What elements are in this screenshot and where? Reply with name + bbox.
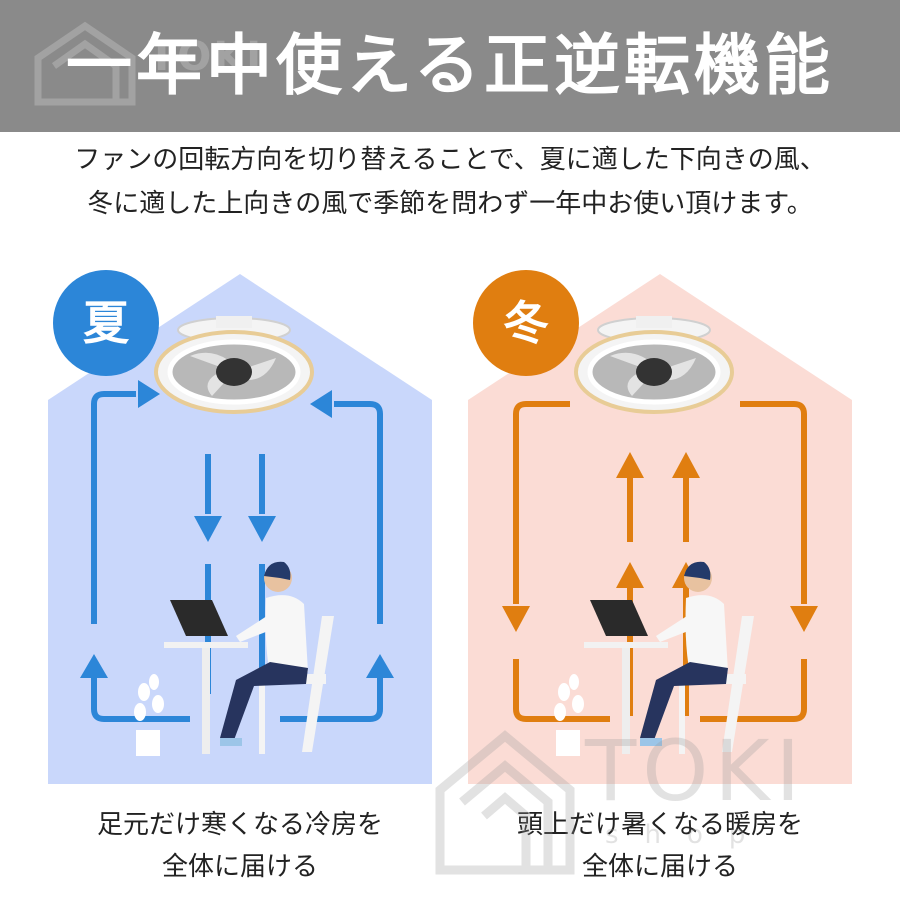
arrow-down-icon: [248, 516, 276, 542]
house-watermark-icon: [435, 730, 575, 875]
summer-illustration: [48, 274, 432, 784]
summer-airflow-loop-right: [280, 401, 383, 722]
arrow-up-icon: [616, 562, 644, 588]
logo-text: TOKI: [148, 34, 264, 80]
arrow-down-icon: [502, 606, 530, 632]
plant-pot-icon: [136, 730, 160, 756]
summer-caption-line-1: 足元だけ寒くなる冷房を: [96, 810, 383, 840]
arrow-up-icon: [672, 452, 700, 478]
description-line-2: 冬に適した上向きの風で季節を問わず一年中お使い頂けます。: [87, 189, 813, 219]
arrow-down-icon: [790, 606, 818, 632]
person-icon: [220, 561, 308, 746]
summer-airflow-loop-left: [91, 391, 190, 722]
plant-icon: [134, 674, 164, 721]
plant-icon: [554, 674, 584, 721]
winter-caption-line-2: 全体に届ける: [581, 852, 738, 882]
winter-caption-line-1: 頭上だけ暑くなる暖房を: [516, 810, 803, 840]
ceiling-fan-icon: [574, 316, 734, 414]
arrow-up-icon: [366, 654, 394, 678]
arrow-up-icon: [80, 654, 108, 678]
winter-airflow-loop-left: [513, 401, 610, 722]
plant-pot-icon: [556, 730, 580, 756]
toki-logo: TOKI: [30, 18, 261, 108]
summer-badge: 夏: [53, 270, 159, 376]
summer-caption-line-2: 全体に届ける: [161, 852, 318, 882]
house-logo-icon: [34, 21, 136, 106]
watermark-text: TOKI: [585, 722, 807, 820]
arrow-left-icon: [310, 390, 332, 418]
description-line-1: ファンの回転方向を切り替えることで、夏に適した下向きの風、: [74, 145, 826, 175]
winter-illustration: [468, 274, 852, 784]
arrow-right-icon: [138, 380, 160, 408]
winter-badge: 冬: [473, 270, 579, 376]
winter-caption: 頭上だけ暑くなる暖房を 全体に届ける: [435, 804, 885, 888]
summer-panel: 夏: [40, 264, 440, 788]
arrow-up-icon: [616, 452, 644, 478]
watermark-subtext: shop: [605, 820, 772, 850]
winter-panel: 冬: [460, 264, 860, 788]
ceiling-fan-icon: [154, 316, 314, 414]
summer-caption: 足元だけ寒くなる冷房を 全体に届ける: [15, 804, 465, 888]
winter-airflow-loop-right: [700, 401, 807, 722]
header-banner: TOKI 一年中使える正逆転機能: [0, 0, 900, 132]
arrow-down-icon: [194, 516, 222, 542]
person-icon: [640, 561, 728, 746]
laptop-icon: [170, 600, 228, 636]
description: ファンの回転方向を切り替えることで、夏に適した下向きの風、 冬に適した上向きの風…: [0, 138, 900, 226]
page-title: 一年中使える正逆転機能: [65, 27, 835, 104]
desk-scene: [134, 561, 334, 756]
toki-watermark: TOKI shop: [430, 720, 870, 890]
laptop-icon: [590, 600, 648, 636]
desk-scene: [554, 561, 754, 756]
